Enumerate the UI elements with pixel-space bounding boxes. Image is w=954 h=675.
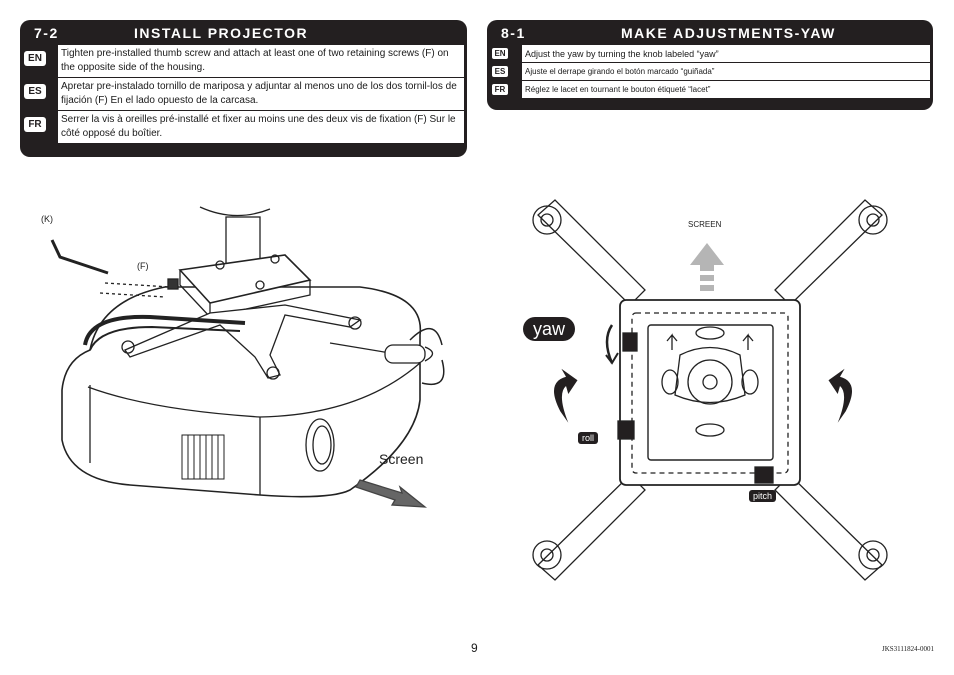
instruction-text: Serrer la vis à oreilles pré-installé et… bbox=[61, 114, 456, 139]
instruction-row-es: ES Apretar pre-instalado tornillo de mar… bbox=[24, 78, 464, 111]
lang-badge-es: ES bbox=[492, 66, 508, 77]
pitch-knob-label: pitch bbox=[749, 490, 777, 502]
step-number: 7-2 bbox=[34, 24, 59, 41]
label-k: (K) bbox=[41, 214, 53, 224]
instruction-row-en: EN Adjust the yaw by turning the knob la… bbox=[492, 45, 930, 63]
step-number: 8-1 bbox=[501, 24, 526, 41]
yaw-adjustment-illustration bbox=[532, 199, 888, 581]
instruction-row-es: ES Ajuste el derrape girando el botón ma… bbox=[492, 63, 930, 81]
yaw-knob-label: yaw bbox=[523, 317, 576, 341]
instruction-row-fr: FR Serrer la vis à oreilles pré-installé… bbox=[24, 111, 464, 143]
instruction-row-en: EN Tighten pre-installed thumb screw and… bbox=[24, 45, 464, 78]
instruction-text: Ajuste el derrape girando el botón marca… bbox=[525, 67, 715, 76]
lang-badge-en: EN bbox=[24, 51, 46, 66]
make-adjustments-yaw-panel: 8-1 MAKE ADJUSTMENTS-YAW EN Adjust the y… bbox=[487, 20, 933, 110]
instruction-rows: EN Tighten pre-installed thumb screw and… bbox=[24, 45, 464, 143]
instruction-rows: EN Adjust the yaw by turning the knob la… bbox=[492, 45, 930, 98]
roll-knob-label: roll bbox=[578, 432, 599, 444]
panel-title: MAKE ADJUSTMENTS-YAW bbox=[621, 24, 836, 41]
lang-badge-es: ES bbox=[24, 84, 46, 99]
install-projector-panel: 7-2 INSTALL PROJECTOR EN Tighten pre-ins… bbox=[20, 20, 467, 157]
lang-badge-fr: FR bbox=[492, 84, 508, 95]
instruction-text: Apretar pre-instalado tornillo de maripo… bbox=[61, 81, 457, 106]
label-screen: Screen bbox=[379, 451, 424, 467]
instruction-text: Adjust the yaw by turning the knob label… bbox=[525, 49, 719, 59]
panel-header: 7-2 INSTALL PROJECTOR bbox=[20, 20, 467, 45]
projector-install-illustration bbox=[50, 206, 445, 508]
panel-title: INSTALL PROJECTOR bbox=[134, 24, 309, 41]
instruction-text: Tighten pre-installed thumb screw and at… bbox=[61, 48, 449, 73]
lang-badge-fr: FR bbox=[24, 117, 46, 132]
label-screen-direction: SCREEN bbox=[688, 220, 722, 229]
page-number: 9 bbox=[471, 641, 478, 655]
label-f: (F) bbox=[137, 261, 149, 271]
document-code: JKS3111824-0001 bbox=[882, 645, 934, 653]
panel-header: 8-1 MAKE ADJUSTMENTS-YAW bbox=[487, 20, 933, 45]
lang-badge-en: EN bbox=[492, 48, 508, 59]
instruction-row-fr: FR Réglez le lacet en tournant le bouton… bbox=[492, 81, 930, 98]
instruction-text: Réglez le lacet en tournant le bouton ét… bbox=[525, 85, 711, 94]
